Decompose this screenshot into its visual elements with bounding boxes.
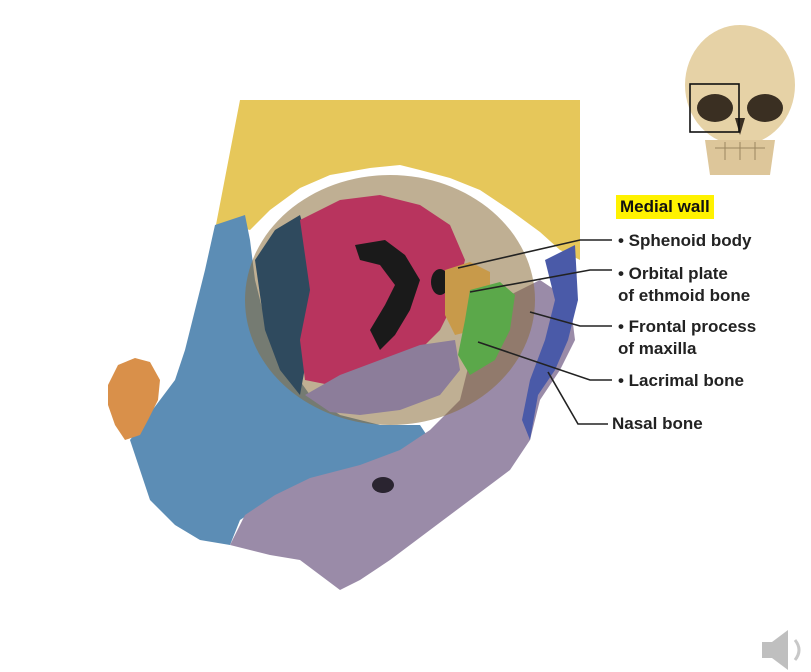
leader-lines (457, 239, 612, 425)
label-line: • Frontal process (618, 317, 757, 336)
label-line: Nasal bone (612, 414, 703, 433)
medial-wall-heading: Medial wall (616, 195, 714, 219)
sphenoid-body (300, 195, 465, 385)
leader-ethmoid (469, 269, 612, 293)
orbit-floor (305, 340, 460, 415)
zygomatic-tip (108, 358, 160, 440)
leader-lacrimal (477, 341, 612, 381)
label-lacrimal: • Lacrimal bone (618, 370, 744, 392)
infraorbital-foramen (372, 477, 394, 493)
nasal-bone (522, 245, 578, 440)
leader-nasal (547, 371, 608, 425)
label-nasal: Nasal bone (612, 413, 703, 435)
label-line: of maxilla (618, 339, 697, 358)
label-sphenoid-body: • Sphenoid body (618, 230, 751, 252)
lacrimal-bone (458, 282, 515, 375)
optic-canal (431, 269, 449, 295)
label-maxilla: • Frontal process of maxilla (618, 316, 756, 360)
label-line: • Orbital plate (618, 264, 728, 283)
frontal-bone (215, 100, 580, 260)
orbital-fissure (355, 240, 420, 350)
label-line: • Sphenoid body (618, 231, 752, 250)
skull-highlight-box (689, 83, 740, 133)
leader-maxilla (529, 311, 612, 327)
label-line: of ethmoid bone (618, 286, 751, 305)
skull-icon (685, 25, 795, 175)
speaker-icon[interactable] (762, 630, 801, 670)
leader-sphenoid (457, 239, 612, 269)
label-line: • Lacrimal bone (618, 371, 744, 390)
label-ethmoid: • Orbital plate of ethmoid bone (618, 263, 750, 307)
